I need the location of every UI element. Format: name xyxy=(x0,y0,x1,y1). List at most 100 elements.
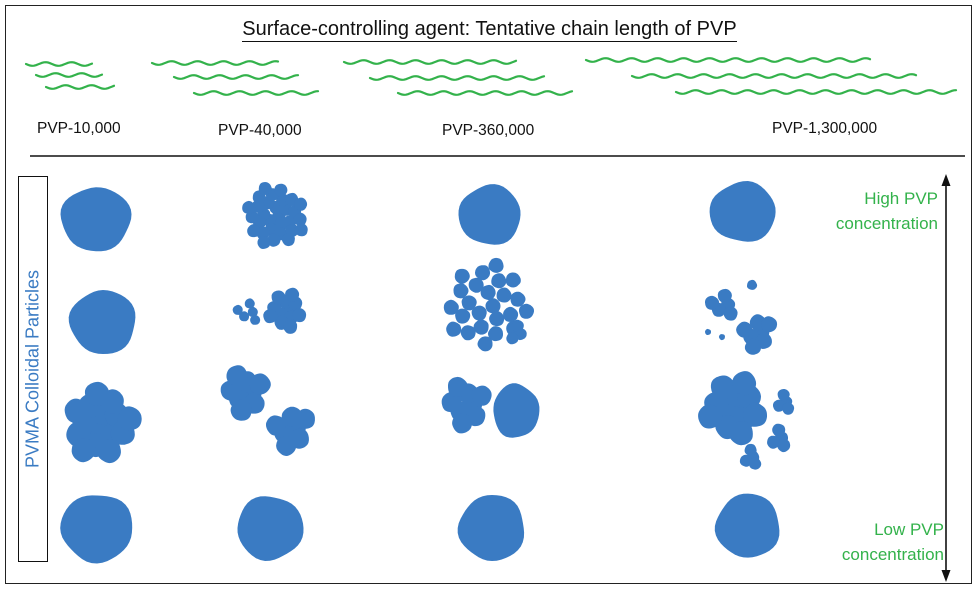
particle-r3-c2-top-6 xyxy=(249,373,271,395)
side-label: PVMA Colloidal Particles xyxy=(22,269,43,469)
particle-r2-c4-upper-4 xyxy=(723,306,738,321)
particle-r2-c2-main-11 xyxy=(285,287,300,302)
particle-r2-c3-grain-15 xyxy=(460,325,476,341)
particle-r3-c4-small2-2 xyxy=(767,435,781,449)
particle-r2-c3-grain-11 xyxy=(491,273,507,289)
diagram-title: Surface-controlling agent: Tentative cha… xyxy=(0,18,979,42)
particle-r2-c2-side-2 xyxy=(239,311,250,322)
particle-r3-c3-left-6 xyxy=(471,385,492,406)
pvp-chain-c4-2 xyxy=(630,73,918,79)
low-concentration-label: Low PVP concentration xyxy=(780,517,944,567)
particle-r2-c4-dot2 xyxy=(705,328,711,335)
particle-r4-c4 xyxy=(714,493,780,558)
particle-r2-c3-grain-19 xyxy=(505,272,521,288)
particle-r3-c4-main-9 xyxy=(743,402,767,427)
particle-r3-c2-bottom-7 xyxy=(276,436,297,456)
particle-r2-c2-side-4 xyxy=(250,314,261,325)
particle-r1-c2-grain-26 xyxy=(242,200,256,214)
particle-r2-c3-grain-16 xyxy=(475,265,490,281)
particle-r2-c4-upper-3 xyxy=(717,288,732,303)
particle-r2-c3-grain-21 xyxy=(454,268,470,284)
particle-r3-c1-grain-12 xyxy=(96,439,121,464)
particle-r3-c4-small1-3 xyxy=(777,389,790,401)
particle-r2-c4-lower-5 xyxy=(736,321,753,338)
pvp-chain-c1-1 xyxy=(24,61,94,67)
pvp-chain-c1-3 xyxy=(44,84,116,90)
particle-r4-c2 xyxy=(237,496,304,561)
particle-r3-c4-main-12 xyxy=(728,421,753,446)
figure-frame xyxy=(5,5,972,584)
particle-r2-c3-grain-8 xyxy=(468,277,484,293)
particle-r3-c4-small1-4 xyxy=(782,402,795,415)
particle-r2-c4-dot3 xyxy=(718,334,725,341)
pvp-chain-c2-2 xyxy=(172,74,300,80)
particle-r2-c3-grain-20 xyxy=(477,336,493,352)
concentration-arrow xyxy=(941,174,951,582)
particle-r2-c3-tail-2 xyxy=(506,332,519,345)
particle-r2-c3-grain-13 xyxy=(453,283,469,299)
particle-r1-c2-grain-28 xyxy=(257,235,271,249)
pvp-chain-c2-1 xyxy=(150,60,280,66)
particle-r3-c1-grain-14 xyxy=(117,406,142,431)
low-concentration-line1: Low PVP xyxy=(874,520,944,539)
particle-r3-c3-right xyxy=(493,383,540,438)
particle-r3-c4-small3-4 xyxy=(749,457,762,470)
particle-r2-c3-grain-23 xyxy=(446,321,462,337)
pvp-chain-c1-2 xyxy=(34,72,104,78)
particle-r2-c3-grain-1 xyxy=(485,298,501,314)
particle-r3-c2-bottom-6 xyxy=(294,408,315,429)
column-label-pvp-360000: PVP-360,000 xyxy=(442,122,535,139)
column-label-pvp-10000: PVP-10,000 xyxy=(37,120,121,137)
particle-r2-c3-grain-18 xyxy=(443,299,459,315)
diagram-title-text: Surface-controlling agent: Tentative cha… xyxy=(242,18,737,42)
particle-r1-c1 xyxy=(60,187,132,252)
particle-r3-c4-small3-2 xyxy=(739,454,752,467)
particle-r1-c2-grain-20 xyxy=(267,233,281,247)
particle-r3-c2-bottom-5 xyxy=(266,415,286,436)
particle-r2-c2-side-1 xyxy=(247,306,258,317)
particle-r1-c2-grain-29 xyxy=(258,182,272,195)
side-label-box xyxy=(18,176,48,562)
particle-r2-c3-grain-6 xyxy=(496,287,512,303)
particle-r3-c1-grain-16 xyxy=(84,381,109,406)
pvp-chain-c3-2 xyxy=(368,75,546,81)
column-label-pvp-1300000: PVP-1,300,000 xyxy=(772,120,878,137)
pvp-chain-c3-3 xyxy=(396,90,574,96)
particle-r1-c3 xyxy=(458,184,521,245)
particle-r1-c2-grain-13 xyxy=(251,199,265,213)
particle-r2-c2-side-5 xyxy=(232,304,243,315)
column-label-pvp-40000: PVP-40,000 xyxy=(218,122,302,139)
low-concentration-line2: concentration xyxy=(841,545,944,564)
particle-r2-c3-grain-3 xyxy=(480,284,496,300)
high-concentration-line2: concentration xyxy=(835,214,938,233)
particle-r3-c2-top-8 xyxy=(226,365,248,387)
particle-r3-c3-left-5 xyxy=(441,392,462,412)
particle-r2-c4-lower-6 xyxy=(761,316,778,333)
particle-r4-c1 xyxy=(60,495,133,564)
particle-r2-c3-grain-9 xyxy=(503,306,519,322)
particle-r2-c3-grain-7 xyxy=(473,319,489,335)
pvp-chain-c2-3 xyxy=(192,90,320,96)
particle-r1-c2-grain-22 xyxy=(293,212,307,226)
particle-r2-c3-grain-4 xyxy=(489,311,505,326)
particle-r2-c3-grain-24 xyxy=(488,257,504,273)
particle-r3-c4-small2-4 xyxy=(777,439,791,453)
particle-r2-c3-grain-2 xyxy=(471,305,487,321)
particle-r1-c2-grain-24 xyxy=(274,183,288,197)
particle-r2-c4-upper-5 xyxy=(705,295,719,310)
high-concentration-label: High PVP concentration xyxy=(780,186,938,236)
particle-r2-c3-grain-12 xyxy=(488,326,503,342)
particle-r3-c4-small2-3 xyxy=(772,423,786,437)
particle-r2-c2-main-10 xyxy=(263,309,278,324)
particle-r3-c4-small3-3 xyxy=(744,443,757,456)
particle-r3-c3-left-7 xyxy=(452,413,473,434)
particle-r1-c2-grain-27 xyxy=(294,197,308,211)
particle-r2-c3-grain-10 xyxy=(455,308,471,324)
particle-r2-c2-main-12 xyxy=(283,319,298,334)
particle-r2-c4-lower-7 xyxy=(744,338,761,355)
pvp-chain-c3-1 xyxy=(342,59,518,65)
particle-r3-c3-left-8 xyxy=(448,376,468,397)
particle-r3-c1-grain-15 xyxy=(71,438,96,463)
